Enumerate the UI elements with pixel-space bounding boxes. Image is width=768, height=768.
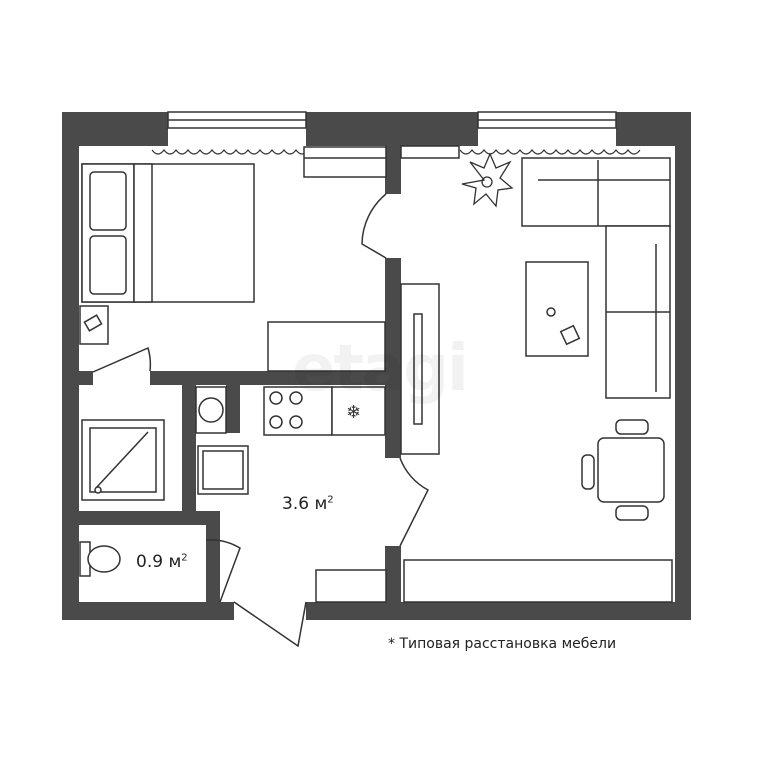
wall-top-middle <box>306 112 478 146</box>
wc-fixtures <box>79 541 121 577</box>
dining-table <box>597 437 665 503</box>
curtain-bedroom <box>151 149 309 155</box>
chair-left <box>581 454 595 490</box>
wall-kitchen-left <box>226 385 240 433</box>
freezer-icon: ❄ <box>346 402 361 423</box>
shower-line <box>95 431 149 489</box>
washing-machine-inner <box>202 450 244 490</box>
sofa-top <box>521 157 671 227</box>
tv <box>413 313 423 425</box>
watermark: etagi <box>292 332 469 406</box>
doors <box>92 193 429 648</box>
wall-bedroom-bottom-left <box>79 371 93 385</box>
burner-4 <box>289 415 303 429</box>
bathroom-fixtures <box>81 386 249 501</box>
nightstand <box>79 305 109 345</box>
burner-2 <box>289 391 303 405</box>
wall-left <box>62 112 79 620</box>
wall-bath-bottom <box>79 511 220 525</box>
door-entrance <box>233 601 307 648</box>
wall-partition-lower <box>385 546 401 602</box>
curtain-living <box>459 149 641 155</box>
wall-top-left <box>62 112 168 146</box>
wall-right <box>675 112 691 620</box>
plant-leaves <box>461 152 514 208</box>
burner-3 <box>269 415 283 429</box>
chair-top <box>615 419 649 435</box>
plant-icon <box>461 152 514 208</box>
coffee-table-book <box>559 324 581 346</box>
hallway-area-unit: 2 <box>327 494 334 506</box>
chair-bottom <box>615 505 649 521</box>
wall-bottom-left <box>62 602 234 620</box>
plant-pot <box>481 176 493 188</box>
wardrobe-bedroom <box>267 321 386 372</box>
hallway-area-label: 3.6 м2 <box>282 494 334 514</box>
nightstand-book <box>83 314 103 332</box>
door-hall <box>399 457 429 547</box>
shelf-top-right <box>400 145 460 159</box>
kitchen-fixtures <box>263 386 387 603</box>
wc-area-unit: 2 <box>181 552 188 564</box>
coffee-table <box>525 261 589 357</box>
door-bedroom <box>361 193 387 259</box>
wall-bath-right <box>182 385 196 511</box>
bedroom-furniture <box>79 146 387 372</box>
wardrobe-living <box>403 559 673 603</box>
wall-bedroom-bottom <box>150 371 385 385</box>
wall-wc-right <box>206 525 220 602</box>
wall-partition-middle <box>385 258 401 458</box>
shelf-hall <box>315 569 387 603</box>
pillow-bottom <box>89 235 127 295</box>
wall-partition-top <box>385 146 401 194</box>
shower-drain <box>94 486 102 494</box>
toilet-bowl <box>87 545 121 573</box>
bed-frame-line <box>133 163 153 303</box>
outer-walls <box>62 112 691 620</box>
burner-1 <box>269 391 283 405</box>
wc-area-value: 0.9 м <box>136 552 182 572</box>
shelf-top <box>303 146 387 178</box>
living-furniture <box>400 145 673 603</box>
door-wc <box>205 539 241 603</box>
wall-bottom-right <box>306 602 691 620</box>
coffee-table-item <box>546 307 556 317</box>
pillow-top <box>89 171 127 231</box>
kitchen-counter <box>331 386 386 436</box>
door-bathroom <box>92 346 152 373</box>
furniture-note: * Типовая расстановка мебели <box>388 636 617 652</box>
wc-area-label: 0.9 м2 <box>136 552 188 572</box>
sink-bowl <box>198 397 224 423</box>
interior-walls <box>79 146 401 602</box>
windows <box>167 111 617 129</box>
hallway-area-value: 3.6 м <box>282 494 328 514</box>
